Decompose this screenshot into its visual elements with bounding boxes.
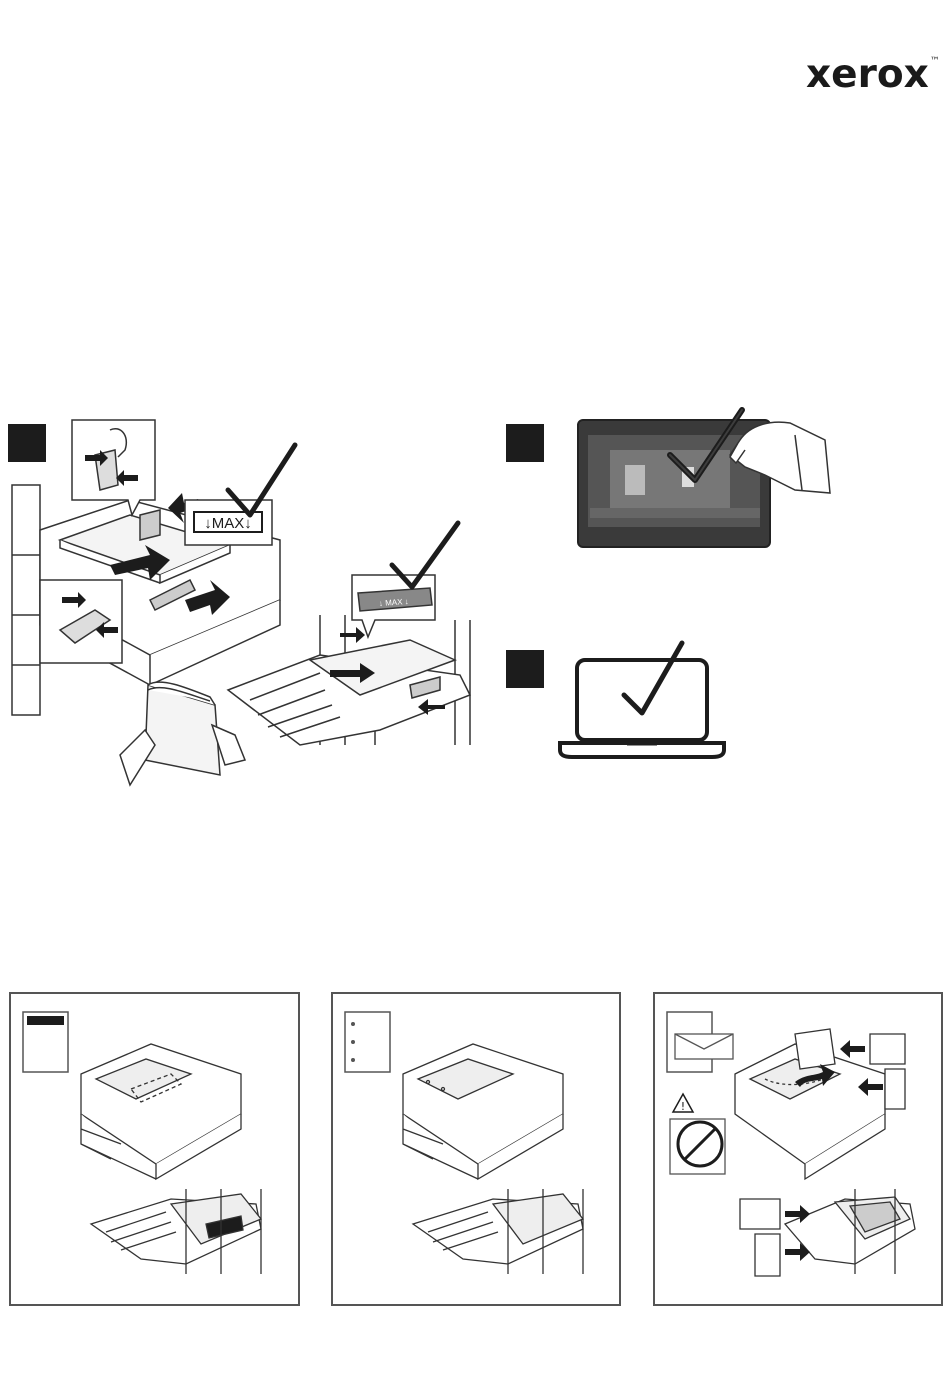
laptop-icon: [552, 635, 732, 765]
tray-max-label: ↓MAX↓: [204, 515, 252, 532]
step-3-marker: [506, 650, 544, 688]
trademark: ™: [930, 56, 940, 67]
panel-envelopes: !: [653, 992, 943, 1306]
svg-text:!: !: [681, 1100, 685, 1113]
step-2-marker: [506, 424, 544, 462]
brand-name: xerox: [806, 52, 929, 97]
touchscreen-illustration: [570, 395, 840, 555]
tray-loading-illustration: ↓MAX↓ ↓ MAX ↓: [0, 415, 480, 795]
xerox-logo: xerox™: [806, 52, 940, 97]
checkmark-icon: [624, 643, 682, 713]
panel-letterhead: [9, 992, 300, 1306]
panel-prepunched: [331, 992, 621, 1306]
